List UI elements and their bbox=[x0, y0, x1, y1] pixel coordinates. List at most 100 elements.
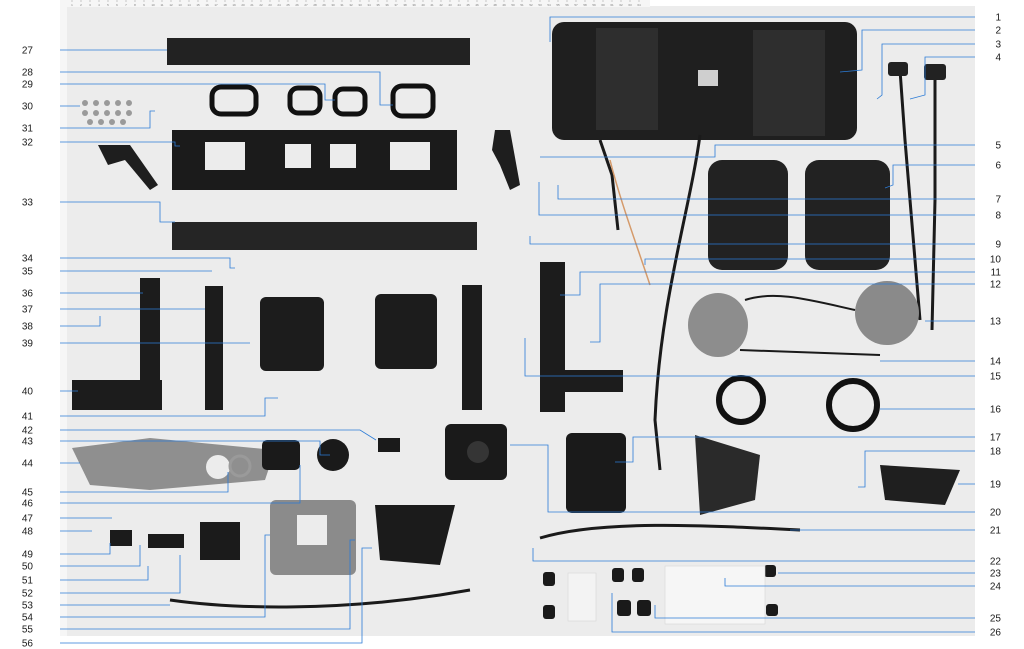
leader-lines bbox=[60, 16, 975, 644]
callout-column-right: 1234567891011121314151617181920212223242… bbox=[990, 13, 1002, 639]
ruler-tick-label: 61 bbox=[610, 3, 614, 7]
clip-part-42 bbox=[378, 438, 400, 452]
ruler-tick-label: 43 bbox=[448, 3, 452, 7]
callout-number: 4 bbox=[995, 53, 1001, 64]
ruler-tick-label: 38 bbox=[403, 3, 407, 7]
ruler-tick-label: 58 bbox=[583, 3, 587, 7]
callout-number: 42 bbox=[22, 426, 34, 437]
gasket-part-d bbox=[390, 83, 436, 119]
rubber-block-set-part bbox=[543, 565, 778, 619]
fluid-tank-part bbox=[566, 433, 626, 513]
callout-number: 53 bbox=[22, 601, 34, 612]
bracket-part-15 bbox=[462, 285, 482, 410]
ruler-tick-label: 4 bbox=[98, 3, 100, 7]
callout-number: 15 bbox=[990, 372, 1002, 383]
gasket-part-c bbox=[332, 86, 368, 117]
callout-number: 7 bbox=[995, 195, 1001, 206]
ruler-tick-label: 11 bbox=[160, 3, 163, 7]
ruler-tick-label: 28 bbox=[313, 3, 317, 7]
ruler-tick-label: 10 bbox=[151, 3, 155, 7]
ruler-tick-label: 7 bbox=[125, 3, 127, 7]
ruler-tick-label: 15 bbox=[196, 3, 200, 7]
callout-number: 50 bbox=[22, 562, 34, 573]
callout-number: 29 bbox=[22, 80, 34, 91]
end-cover-part bbox=[880, 465, 960, 505]
ruler-tick-label: 33 bbox=[358, 3, 362, 7]
ruler-tick-label: 13 bbox=[178, 3, 182, 7]
ruler-tick-label: 31 bbox=[340, 3, 344, 7]
ruler-tick-label: 50 bbox=[511, 3, 515, 7]
callout-number: 3 bbox=[995, 40, 1001, 51]
motor-mount-part-left bbox=[260, 297, 324, 371]
callout-number: 21 bbox=[990, 526, 1002, 537]
callout-number: 26 bbox=[990, 628, 1002, 639]
callout-number: 14 bbox=[990, 357, 1002, 368]
carbon-plate-bottom-part bbox=[172, 222, 477, 250]
callout-number: 12 bbox=[990, 280, 1002, 291]
ruler-tick-label: 29 bbox=[322, 3, 326, 7]
callout-number: 24 bbox=[990, 582, 1002, 593]
ruler-tick-label: 48 bbox=[493, 3, 497, 7]
callout-number: 11 bbox=[991, 268, 1002, 279]
ruler-tick-label: 19 bbox=[232, 3, 236, 7]
callout-number: 37 bbox=[22, 305, 34, 316]
ruler-tick-label: 35 bbox=[376, 3, 380, 7]
knob-part-46 bbox=[317, 439, 349, 471]
callout-number: 30 bbox=[22, 102, 34, 113]
cable-part-21 bbox=[539, 523, 801, 540]
callout-number: 16 bbox=[990, 405, 1002, 416]
ruler-tick-label: 30 bbox=[331, 3, 335, 7]
callout-number: 32 bbox=[22, 138, 34, 149]
callout-number: 36 bbox=[22, 289, 34, 300]
ruler-tick-label: 18 bbox=[223, 3, 227, 7]
callout-number: 33 bbox=[22, 198, 34, 209]
motor-mount-part-right bbox=[375, 294, 437, 369]
callout-number: 48 bbox=[22, 527, 34, 538]
clip-left-part bbox=[98, 145, 158, 190]
cable-part-connector bbox=[598, 139, 620, 231]
ruler-tick-label: 46 bbox=[475, 3, 479, 7]
callout-number: 13 bbox=[990, 317, 1002, 328]
callout-number: 40 bbox=[22, 387, 34, 398]
ruler-tick-label: 12 bbox=[169, 3, 173, 7]
callout-number: 44 bbox=[22, 459, 34, 470]
ruler-tick-label: 60 bbox=[601, 3, 605, 7]
gasket-part-a bbox=[209, 84, 259, 117]
clip-part-52 bbox=[200, 522, 240, 560]
ruler-tick-label: 16 bbox=[205, 3, 209, 7]
ruler-tick-label: 63 bbox=[628, 3, 632, 7]
callout-number: 27 bbox=[22, 46, 34, 57]
ruler-tick-label: 1 bbox=[71, 3, 73, 7]
ruler-tick-label: 27 bbox=[304, 3, 308, 7]
ruler-tick-label: 36 bbox=[385, 3, 389, 7]
ruler-tick-label: 59 bbox=[592, 3, 596, 7]
ruler-tick-label: 9 bbox=[143, 3, 145, 7]
ruler-tick-label: 17 bbox=[214, 3, 218, 7]
callout-number: 6 bbox=[995, 161, 1001, 172]
ruler-tick-label: 56 bbox=[565, 3, 569, 7]
ruler-tick-label: 45 bbox=[466, 3, 470, 7]
ruler-tick-label: 44 bbox=[457, 3, 461, 7]
ruler-tick-label: 5 bbox=[107, 3, 109, 7]
callout-number: 39 bbox=[22, 339, 34, 350]
callout-number: 17 bbox=[990, 433, 1002, 444]
clear-strip-part bbox=[567, 572, 597, 622]
callout-number: 23 bbox=[990, 569, 1002, 580]
clear-plate-part bbox=[664, 565, 766, 625]
callout-number: 1 bbox=[995, 13, 1001, 24]
callout-number: 31 bbox=[22, 124, 34, 135]
ruler-tick-label: 57 bbox=[574, 3, 578, 7]
gasket-part-b bbox=[287, 85, 323, 116]
seal-ring-part-left bbox=[716, 375, 766, 425]
frame-arm-part-11 bbox=[540, 262, 565, 412]
ruler-tick-label: 37 bbox=[394, 3, 398, 7]
ruler-tick-label: 54 bbox=[547, 3, 551, 7]
callout-number: 35 bbox=[22, 267, 34, 278]
callout-number: 41 bbox=[22, 412, 34, 423]
connector-part-43 bbox=[262, 440, 300, 470]
callout-number: 18 bbox=[990, 447, 1002, 458]
callout-number: 47 bbox=[22, 514, 34, 525]
ruler-tick-label: 52 bbox=[529, 3, 533, 7]
